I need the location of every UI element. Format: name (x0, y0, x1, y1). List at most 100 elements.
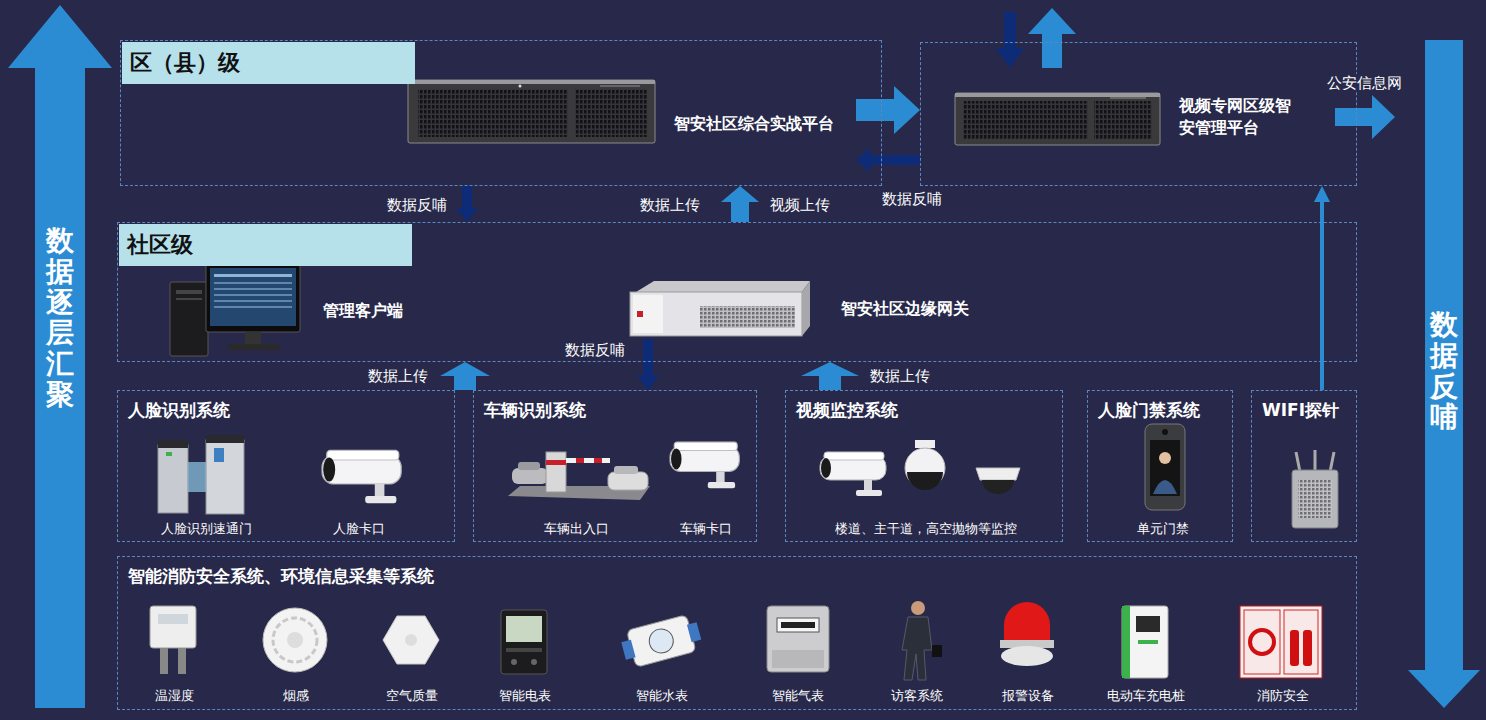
node-label: 视频监控系统 (796, 399, 1062, 421)
humidity-sensor-part (178, 648, 186, 674)
node-label: 人脸识别系统 (128, 399, 454, 421)
vehicle-barrier-part (608, 472, 648, 490)
device-caption-text: 空气质量 (386, 687, 438, 705)
electric-meter-part (531, 659, 537, 665)
uplink-arrow (1028, 8, 1076, 68)
node-label: WIFI探针 (1262, 399, 1356, 421)
wifi-probe-part (1314, 450, 1317, 472)
edge-gateway-part (802, 281, 810, 336)
vertical-label: 数据逐层汇聚 (46, 226, 74, 411)
flow-connector (1314, 186, 1330, 390)
dome-camera-part (982, 480, 1014, 494)
fire-cabinet-part (1240, 606, 1322, 678)
bullet-camera (820, 452, 886, 496)
device-caption-text: 消防安全 (1257, 687, 1309, 705)
node-label: 智能消防安全系统、环境信息采集等系统 (128, 565, 1356, 587)
node-label: 社区级 (119, 224, 412, 266)
water-meter-part (687, 622, 701, 642)
dome-camera-part (915, 440, 935, 448)
device-caption: 智能气表 (772, 687, 824, 705)
device-caption: 车辆卡口 (680, 520, 732, 538)
rack-server-part (519, 85, 522, 88)
fire-cabinet (1240, 606, 1322, 678)
face-gate (158, 435, 244, 514)
water-meter-part (626, 615, 696, 668)
downlink-arrow (996, 12, 1024, 68)
computer-part (210, 268, 296, 326)
node-label: 视频专网区级智安管理平台 (1179, 95, 1299, 139)
dome-camera (976, 468, 1020, 494)
face-gate-part (158, 440, 188, 448)
ev-charger-part (1136, 616, 1160, 632)
device-caption: 访客系统 (891, 687, 943, 705)
flow-connector (721, 186, 759, 222)
electric-meter-part (511, 659, 517, 665)
device-caption: 智能水表 (636, 687, 688, 705)
fire-cabinet-part (1290, 630, 1299, 666)
node-label: 智安社区边缘网关 (841, 298, 969, 320)
edge-label: 数据上传 (638, 196, 702, 214)
system-box: 车辆出入口车辆卡口车辆识别系统 (473, 390, 757, 542)
computer-part (214, 282, 292, 284)
device-caption-text: 电动车充电桩 (1107, 687, 1185, 705)
dome-camera (905, 440, 945, 490)
device-caption-text: 烟感 (283, 687, 309, 705)
visitor-figure (902, 601, 942, 680)
computer-part (214, 294, 292, 296)
rack-server (955, 93, 1160, 145)
rack-server (408, 80, 655, 143)
level-band: 智安社区综合实战平台 区（县）级 (120, 40, 882, 186)
humidity-sensor-part (158, 614, 188, 624)
access-terminal-part (1159, 452, 1171, 464)
system-box: 温湿度烟感空气质量智能电表智能水表智能气表访客系统报警设备电动车充电桩消防安全智… (117, 556, 1357, 710)
electric-meter-part (501, 610, 547, 674)
vehicle-barrier-part (614, 466, 638, 474)
face-gate-part (214, 448, 224, 462)
flow-connector (856, 86, 920, 134)
device-caption-text: 车辆出入口 (544, 520, 609, 538)
visitor-figure-part (902, 617, 932, 680)
flow-connector (856, 148, 920, 172)
smoke-detector-part (273, 618, 317, 662)
alarm-light-part (1001, 646, 1053, 666)
gas-meter-part (772, 650, 824, 668)
bullet-camera (670, 442, 739, 488)
alarm-light (1000, 602, 1054, 666)
node-label: 区（县）级 (122, 42, 415, 84)
ev-charger-part (1138, 640, 1158, 644)
access-terminal-part (1162, 429, 1168, 435)
network-arrow (1335, 95, 1395, 139)
computer-part (176, 290, 202, 294)
device-caption-text: 智能气表 (772, 687, 824, 705)
arrow-shape (8, 5, 112, 708)
ev-charger (1122, 606, 1168, 678)
ev-charger-part (1122, 606, 1168, 678)
face-gate-part (206, 435, 244, 443)
face-gate-part (206, 440, 244, 514)
visitor-figure-part (911, 601, 925, 615)
computer-part (228, 344, 280, 350)
node-label: 管理客户端 (323, 300, 403, 322)
gas-meter (767, 606, 829, 672)
rack-server-part (963, 101, 1088, 139)
gateway-node: 智安社区边缘网关 (631, 279, 991, 339)
device-caption: 烟感 (283, 687, 309, 705)
access-terminal-part (1145, 424, 1185, 510)
ev-charger-part (1122, 606, 1130, 678)
device-caption: 单元门禁 (1137, 520, 1189, 538)
system-box: 楼道、主干道，高空抛物等监控 视频监控系统 (785, 390, 1063, 542)
device-caption: 智能电表 (499, 687, 551, 705)
device-caption-text: 楼道、主干道，高空抛物等监控 (835, 520, 1017, 538)
rack-server-part (955, 93, 1160, 97)
computer-part (214, 288, 292, 290)
node-label: 智安社区综合实战平台 (674, 113, 834, 135)
fire-cabinet-part (1250, 630, 1274, 654)
fire-cabinet-part (1284, 610, 1318, 674)
access-terminal-part (1153, 480, 1177, 494)
edge-label: 数据反哺 (880, 190, 944, 208)
rack-server-part (600, 85, 640, 87)
flow-connector (456, 186, 478, 222)
device-caption: 楼道、主干道，高空抛物等监控 (835, 520, 1017, 538)
computer-part (214, 306, 292, 308)
face-gate-part (166, 452, 172, 456)
